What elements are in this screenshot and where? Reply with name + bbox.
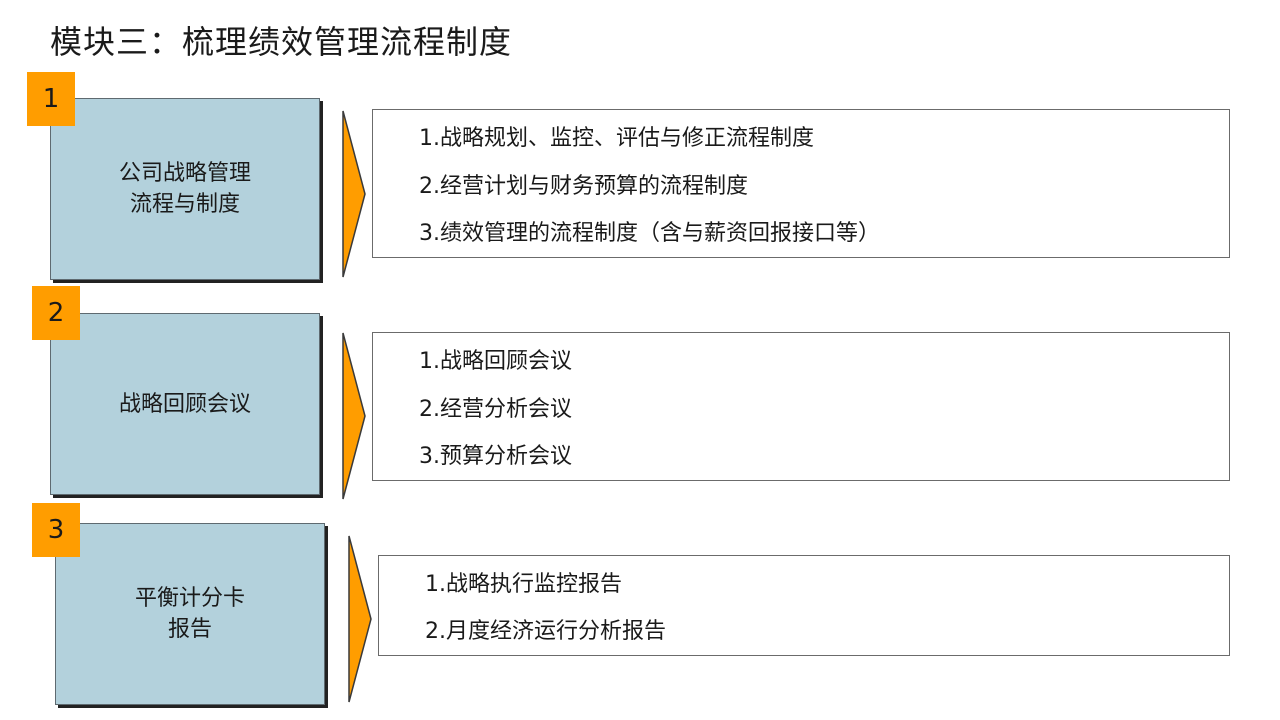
module-2-item-1: 1.战略回顾会议 bbox=[419, 349, 572, 374]
module-1-item-1: 1.战略规划、监控、评估与修正流程制度 bbox=[419, 126, 814, 151]
module-1-box: 公司战略管理 流程与制度 bbox=[50, 98, 320, 280]
module-2-number-badge: 2 bbox=[32, 286, 80, 340]
module-3-number-badge: 3 bbox=[32, 503, 80, 557]
module-2-label: 战略回顾会议 bbox=[118, 391, 251, 417]
module-3-box: 平衡计分卡 报告 bbox=[55, 523, 325, 705]
module-1-label: 公司战略管理 流程与制度 bbox=[118, 161, 251, 217]
page-title: 模块三：梳理绩效管理流程制度 bbox=[50, 23, 513, 61]
module-3-arrow-icon bbox=[348, 535, 372, 703]
module-2-item-3: 3.预算分析会议 bbox=[419, 444, 572, 469]
module-3-panel: 1.战略执行监控报告 2.月度经济运行分析报告 bbox=[378, 555, 1230, 656]
module-2-panel: 1.战略回顾会议 2.经营分析会议 3.预算分析会议 bbox=[372, 332, 1230, 481]
module-3-label: 平衡计分卡 报告 bbox=[134, 586, 245, 642]
module-2-box: 战略回顾会议 bbox=[50, 313, 320, 495]
module-1-number-badge: 1 bbox=[27, 72, 75, 126]
module-1-item-3: 3.绩效管理的流程制度（含与薪资回报接口等） bbox=[419, 221, 880, 246]
module-1-arrow-icon bbox=[342, 110, 366, 278]
module-2-item-2: 2.经营分析会议 bbox=[419, 397, 572, 422]
module-1-item-2: 2.经营计划与财务预算的流程制度 bbox=[419, 174, 748, 199]
module-1-panel: 1.战略规划、监控、评估与修正流程制度 2.经营计划与财务预算的流程制度 3.绩… bbox=[372, 109, 1230, 258]
module-3-item-1: 1.战略执行监控报告 bbox=[425, 572, 622, 597]
module-3-item-2: 2.月度经济运行分析报告 bbox=[425, 619, 666, 644]
module-2-arrow-icon bbox=[342, 332, 366, 500]
